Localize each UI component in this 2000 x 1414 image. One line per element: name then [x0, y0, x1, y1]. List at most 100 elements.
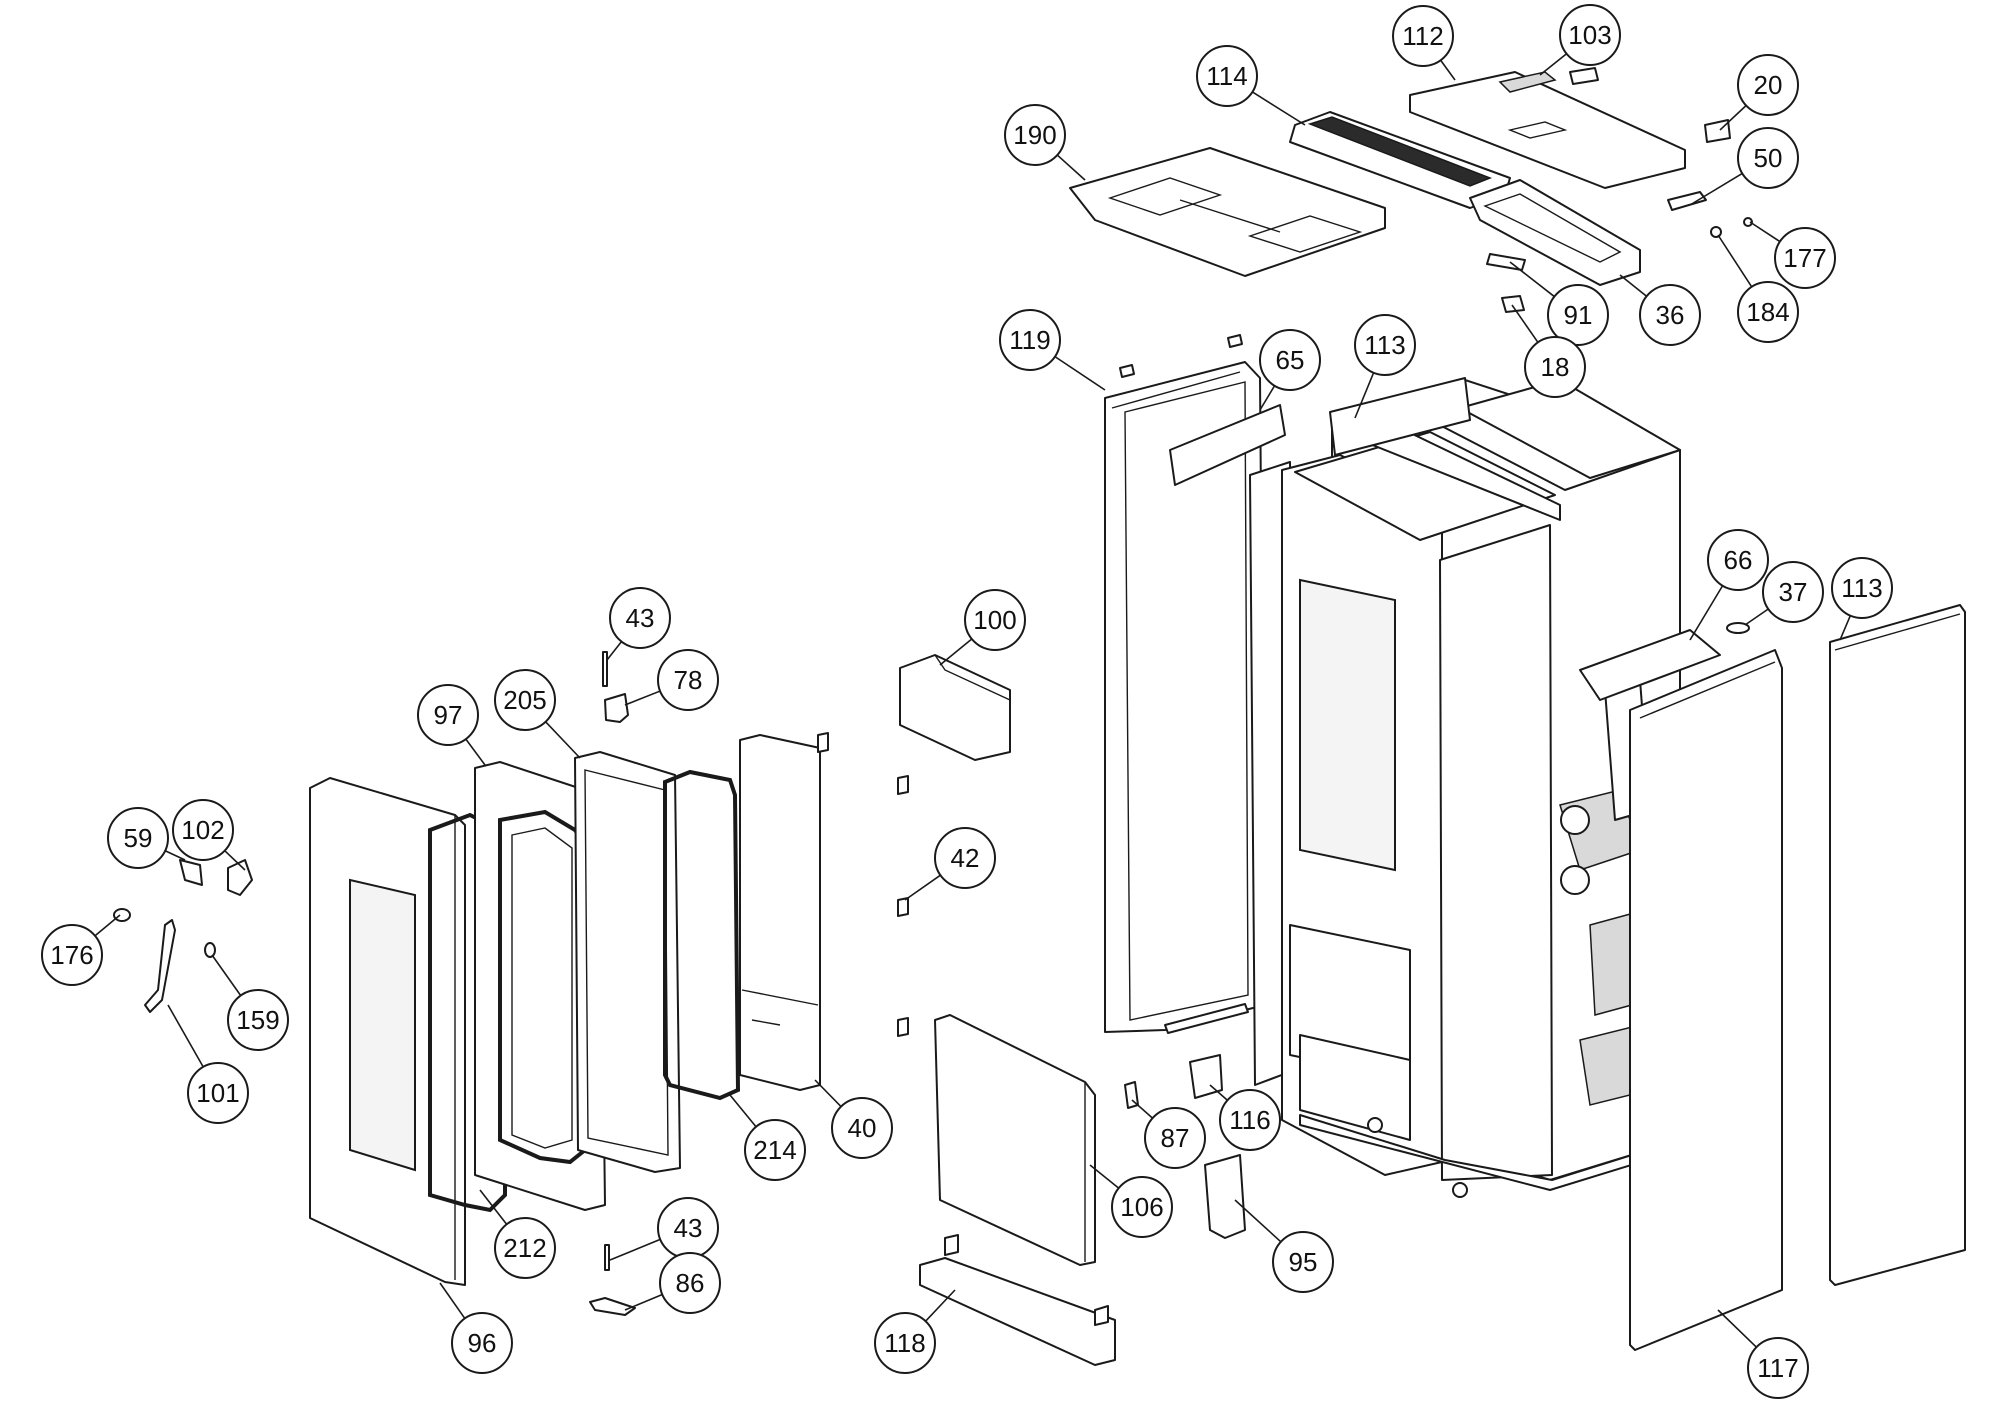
- balloon-circle: [41, 924, 103, 986]
- callout-label: 95: [1289, 1247, 1318, 1277]
- callout-balloon-97: 97: [417, 684, 479, 746]
- leader-line-159: [211, 954, 242, 996]
- balloon-circle: [1111, 1176, 1173, 1238]
- callout-balloon-101: 101: [187, 1062, 249, 1124]
- panel-65: [1169, 404, 1286, 486]
- balloon-circle: [1272, 1231, 1334, 1293]
- balloon-circle: [657, 649, 719, 711]
- callout-balloon-37: 37: [1762, 561, 1824, 623]
- callout-balloon-177: 177: [1774, 227, 1836, 289]
- callout-balloon-117: 117: [1747, 1337, 1809, 1399]
- callout-label: 40: [848, 1113, 877, 1143]
- callout-balloon-106: 106: [1111, 1176, 1173, 1238]
- balloon-circle: [451, 1312, 513, 1374]
- balloon-circle: [1354, 314, 1416, 376]
- callout-label: 116: [1229, 1105, 1270, 1135]
- right-side-panel-117: [1629, 649, 1783, 1351]
- callout-balloon-86: 86: [659, 1252, 721, 1314]
- callout-balloon-100: 100: [964, 589, 1026, 651]
- callout-label: 65: [1276, 345, 1305, 375]
- callout-balloon-87: 87: [1144, 1107, 1206, 1169]
- grille-panel-114: [1289, 111, 1641, 286]
- callout-label: 66: [1724, 545, 1753, 575]
- balloon-circle: [744, 1119, 806, 1181]
- balloon-circle: [494, 1217, 556, 1279]
- callout-label: 176: [50, 940, 93, 970]
- leader-line-101: [167, 1004, 204, 1068]
- leader-line-184: [1717, 234, 1753, 288]
- callout-balloon-119: 119: [999, 309, 1061, 371]
- leader-line-66: [1689, 585, 1724, 641]
- screw-37: [1726, 622, 1750, 634]
- balloon-circle: [1707, 529, 1769, 591]
- leader-line-36: [1619, 274, 1648, 297]
- balloon-circle: [934, 827, 996, 889]
- leader-line-100: [939, 638, 973, 666]
- leader-line-97: [465, 738, 486, 766]
- leader-line-37: [1744, 608, 1769, 626]
- callout-balloon-205: 205: [494, 669, 556, 731]
- callout-balloon-95: 95: [1272, 1231, 1334, 1293]
- callout-label: 87: [1161, 1123, 1190, 1153]
- leader-line-50: [1689, 172, 1743, 206]
- callout-label: 117: [1757, 1353, 1798, 1383]
- callout-balloon-159: 159: [227, 989, 289, 1051]
- callout-balloon-102: 102: [172, 799, 234, 861]
- balloon-circle: [1831, 557, 1893, 619]
- callout-balloon-116: 116: [1219, 1089, 1281, 1151]
- callout-label: 37: [1779, 577, 1808, 607]
- callout-label: 119: [1009, 325, 1050, 355]
- balloon-circle: [999, 309, 1061, 371]
- callout-balloon-118: 118: [874, 1312, 936, 1374]
- leader-line-96: [439, 1282, 466, 1319]
- leader-line-106: [1089, 1164, 1120, 1189]
- balloon-circle: [1392, 5, 1454, 67]
- callout-label: 159: [236, 1005, 279, 1035]
- balloon-circle: [609, 587, 671, 649]
- leader-line-116: [1209, 1084, 1228, 1101]
- callout-balloon-40: 40: [831, 1097, 893, 1159]
- balloon-circle: [107, 807, 169, 869]
- balloon-circle: [1144, 1107, 1206, 1169]
- callout-label: 43: [626, 603, 655, 633]
- balloon-circle: [1259, 329, 1321, 391]
- callout-label: 101: [196, 1078, 239, 1108]
- callout-balloon-114: 114: [1196, 45, 1258, 107]
- leader-line-40: [814, 1079, 842, 1108]
- leader-line-103: [1539, 53, 1568, 76]
- leader-line-214: [729, 1094, 757, 1128]
- callout-label: 59: [124, 823, 153, 853]
- callout-balloon-66: 66: [1707, 529, 1769, 591]
- leader-line-102: [224, 850, 246, 871]
- callout-label: 106: [1120, 1192, 1163, 1222]
- balloon-circle: [187, 1062, 249, 1124]
- callout-label: 102: [181, 815, 224, 845]
- outer-door-96: [309, 777, 466, 1286]
- leader-lines: [94, 53, 1852, 1348]
- callout-label: 205: [503, 685, 546, 715]
- balloon-circle: [1737, 281, 1799, 343]
- callout-label: 96: [468, 1328, 497, 1358]
- callout-label: 103: [1568, 20, 1611, 50]
- balloon-circle: [172, 799, 234, 861]
- door-small-parts: [589, 651, 909, 1316]
- leader-line-114: [1251, 91, 1306, 126]
- callout-label: 100: [973, 605, 1016, 635]
- leader-line-43: [609, 1238, 661, 1261]
- callout-balloon-176: 176: [41, 924, 103, 986]
- callout-label: 86: [676, 1268, 705, 1298]
- balloon-circle: [1639, 284, 1701, 346]
- leader-line-212: [479, 1189, 508, 1225]
- balloon-circle: [659, 1252, 721, 1314]
- bottom-rail-118: [919, 1234, 1116, 1366]
- leader-line-59: [164, 849, 186, 861]
- callout-label: 118: [884, 1328, 925, 1358]
- balloon-circle: [417, 684, 479, 746]
- callout-balloon-78: 78: [657, 649, 719, 711]
- leader-line-78: [624, 690, 661, 706]
- balloon-circle: [1524, 336, 1586, 398]
- leader-line-119: [1054, 355, 1106, 391]
